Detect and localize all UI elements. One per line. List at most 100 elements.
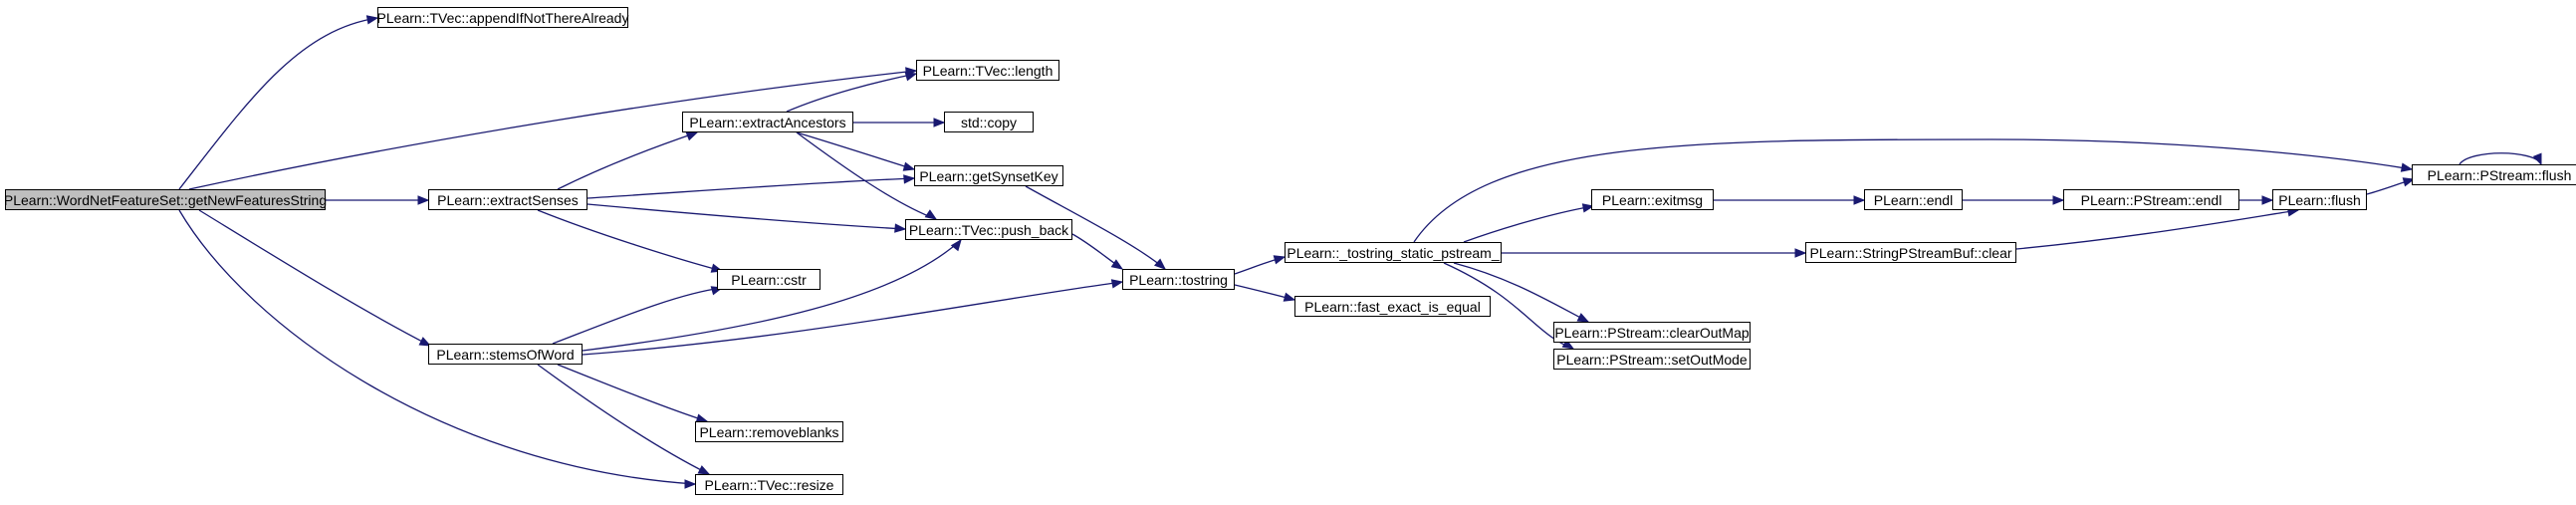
edge-endl-to-psendl [1963, 195, 2065, 205]
node-tostring[interactable]: PLearn::tostring [1122, 269, 1235, 290]
arrowhead [933, 118, 946, 127]
node-extractAncestors[interactable]: PLearn::extractAncestors [682, 112, 853, 132]
edge-exitmsg-to-endl [1714, 195, 1866, 205]
edge-line [178, 209, 696, 485]
edge-line [582, 281, 1123, 356]
arrowhead [924, 209, 938, 220]
edge-stems-to-blanks [557, 364, 709, 423]
arrowhead [1581, 203, 1595, 213]
node-tvec-resize[interactable]: PLearn::TVec::resize [695, 474, 843, 495]
node-tvec-push-back[interactable]: PLearn::TVec::push_back [905, 219, 1072, 240]
edge-line [582, 239, 962, 352]
edge-stems-to-cstr [552, 286, 724, 345]
edge-line [188, 70, 917, 190]
edge-tostring-to-fast [1234, 284, 1296, 302]
edge-stems-to-resize [537, 364, 711, 475]
edge-psendl-to-flush [2239, 195, 2274, 205]
node-flush[interactable]: PLearn::flush [2272, 189, 2367, 210]
arrowhead [950, 238, 962, 252]
edge-tostring-to-static [1234, 255, 1287, 275]
arrowhead [1283, 292, 1296, 302]
edge-ancestors-to-copy [853, 118, 946, 127]
edge-static-to-exitmsg [1463, 203, 1595, 243]
edge-root-to-resize [178, 209, 697, 489]
edge-flush-to-psflush [2366, 177, 2416, 195]
arrowhead [894, 223, 907, 233]
edge-synset-to-tostring [1025, 185, 1167, 270]
node-pstream-setOutMode[interactable]: PLearn::PStream::setOutMode [1553, 349, 1751, 370]
edge-pushback-to-tostring [1071, 233, 1124, 270]
edge-static-to-clear [1502, 248, 1807, 258]
arrowhead [903, 174, 916, 184]
arrowhead [1110, 279, 1124, 289]
edge-line [552, 287, 723, 345]
edge-line [786, 73, 917, 113]
arrowhead [2400, 162, 2414, 172]
edge-line [198, 209, 431, 347]
node-tvec-length[interactable]: PLearn::TVec::length [916, 60, 1059, 81]
node-std-copy[interactable]: std::copy [944, 112, 1034, 132]
edge-line [586, 203, 906, 230]
arrowhead [697, 465, 711, 475]
edge-root-to-stems [198, 209, 432, 347]
arrowhead [1273, 255, 1287, 265]
arrowhead [417, 195, 430, 205]
edge-stems-to-tostring [582, 279, 1124, 356]
edge-line [2459, 152, 2542, 165]
edge-line [537, 364, 710, 475]
edge-senses-to-synset [586, 174, 916, 199]
edge-line [557, 364, 708, 422]
edge-senses-to-ancestors [557, 131, 699, 190]
node-endl[interactable]: PLearn::endl [1864, 189, 1963, 210]
arrowhead [1110, 259, 1124, 270]
edge-line [178, 17, 378, 190]
arrowhead [2261, 195, 2274, 205]
arrowhead [2052, 195, 2065, 205]
edge-stems-to-pushback [582, 238, 962, 352]
edge-psflush-to-psflush [2459, 152, 2542, 166]
arrowhead [1561, 339, 1575, 350]
node-removeblanks[interactable]: PLearn::removeblanks [695, 421, 843, 442]
node-exitmsg[interactable]: PLearn::exitmsg [1591, 189, 1714, 210]
edge-senses-to-pushback [586, 203, 907, 233]
arrowhead [902, 161, 916, 171]
edge-line [1453, 262, 1589, 323]
edge-line [557, 131, 698, 190]
node-tostring-static-pstream[interactable]: PLearn::_tostring_static_pstream_ [1285, 242, 1502, 263]
edge-line [796, 131, 915, 170]
node-getNewFeaturesString: PLearn::WordNetFeatureSet::getNewFeature… [4, 189, 327, 210]
edge-ancestors-to-pushback [796, 131, 938, 220]
arrowhead [1153, 258, 1167, 270]
node-pstream-endl[interactable]: PLearn::PStream::endl [2063, 189, 2239, 210]
arrowhead [365, 15, 379, 25]
node-stringpstreambuf-clear[interactable]: PLearn::StringPStreamBuf::clear [1805, 242, 2016, 263]
node-tvec-appendIfNotThereAlready[interactable]: PLearn::TVec::appendIfNotThereAlready [377, 7, 628, 28]
node-stemsOfWord[interactable]: PLearn::stemsOfWord [428, 344, 583, 365]
edge-clear-to-flush [2015, 207, 2300, 250]
edge-line [537, 209, 723, 272]
edge-line [2015, 209, 2299, 250]
arrowhead [1576, 313, 1590, 323]
arrowhead [2532, 152, 2542, 166]
node-pstream-flush[interactable]: PLearn::PStream::flush [2412, 164, 2576, 185]
node-fast-exact-is-equal[interactable]: PLearn::fast_exact_is_equal [1294, 296, 1491, 317]
arrowhead [1794, 248, 1807, 258]
edge-line [1413, 138, 2413, 243]
edge-ancestors-to-length [786, 72, 918, 113]
arrowhead [684, 479, 697, 489]
edge-root-to-senses [326, 195, 430, 205]
arrowhead [418, 337, 432, 347]
node-getSynsetKey[interactable]: PLearn::getSynsetKey [914, 165, 1063, 186]
edge-static-to-psflush [1413, 138, 2414, 243]
edge-line [586, 177, 915, 199]
edge-line [796, 131, 937, 220]
arrowhead [904, 72, 918, 82]
node-pstream-clearOutMap[interactable]: PLearn::PStream::clearOutMap [1553, 322, 1751, 343]
arrowhead [1853, 195, 1866, 205]
edge-ancestors-to-synset [796, 131, 916, 171]
edge-line [1463, 205, 1594, 243]
node-extractSenses[interactable]: PLearn::extractSenses [428, 189, 587, 210]
arrowhead [685, 131, 699, 141]
node-cstr[interactable]: PLearn::cstr [717, 269, 820, 290]
